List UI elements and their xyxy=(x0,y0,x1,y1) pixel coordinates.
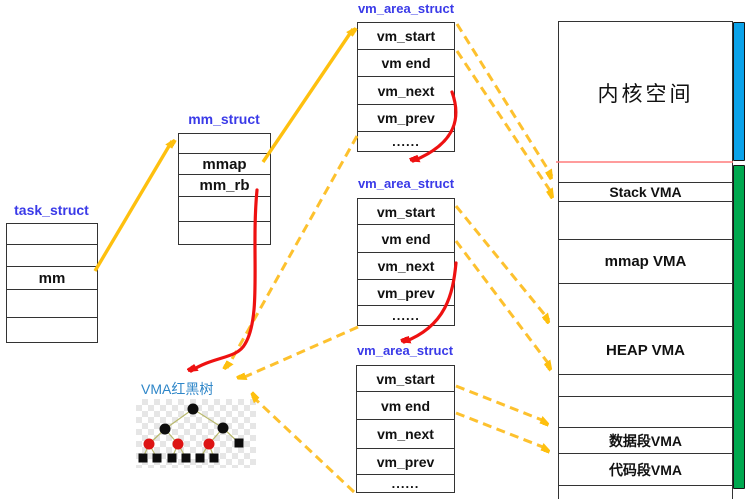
task-struct-row xyxy=(7,224,97,244)
memory-region-empty xyxy=(559,201,732,239)
vma-row-vm-next: vm_next xyxy=(358,252,454,279)
arrow-vma3-start-to-data-top xyxy=(455,384,547,422)
arrow-vma3-to-rbtree xyxy=(252,396,356,494)
vma-mid-title: vm_area_struct xyxy=(357,176,455,191)
arrow-mm-to-mm-struct xyxy=(93,141,172,272)
rbtree-red-nodes xyxy=(143,438,215,450)
mm-struct-row-mmap: mmap xyxy=(179,153,270,174)
mm-struct-row-mm-rb: mm_rb xyxy=(179,174,270,196)
rbtree-edges xyxy=(142,408,240,459)
memory-region-code-segment-vma: 代码段VMA xyxy=(559,453,732,485)
vma-mid-table: vm_start vm end vm_next vm_prev ...... xyxy=(357,198,455,326)
vma-row-vm-start: vm_start xyxy=(358,23,454,49)
vma-row-vm-start: vm_start xyxy=(357,366,454,391)
arrow-vma2-end-to-heap-bottom xyxy=(454,240,551,367)
vma-row-vm-end: vm end xyxy=(358,49,454,76)
memory-region-stack-vma: Stack VMA xyxy=(559,182,732,201)
arrow-vma1-start-to-stack-top xyxy=(455,23,552,176)
mm-struct-row xyxy=(179,221,270,244)
arrow-vma3-end-to-data-bottom xyxy=(455,411,548,449)
vma-row-vm-prev: vm_prev xyxy=(358,104,454,131)
memory-map-column: 内核空间 Stack VMA mmap VMA HEAP VMA 数据段VMA … xyxy=(558,21,733,499)
task-struct-title: task_struct xyxy=(14,202,89,218)
memory-region-kernel-space: 内核空间 xyxy=(597,82,694,106)
memory-region-empty xyxy=(559,163,732,182)
mm-struct-row xyxy=(179,196,270,221)
vma-row-ellipsis: ...... xyxy=(358,305,454,325)
vma-top-table: vm_start vm end vm_next vm_prev ...... xyxy=(357,22,455,152)
mm-struct-table: mmap mm_rb xyxy=(178,133,271,245)
arrow-vma1-end-to-stack-bottom xyxy=(455,50,553,195)
vma-row-vm-start: vm_start xyxy=(358,199,454,224)
memory-region-empty xyxy=(559,396,732,427)
user-space-bar xyxy=(733,165,745,489)
mm-struct-title: mm_struct xyxy=(188,111,260,127)
vma-top-title: vm_area_struct xyxy=(357,1,455,16)
memory-region-data-segment-vma: 数据段VMA xyxy=(559,427,732,453)
rbtree-black-nodes xyxy=(159,403,229,435)
vma-rbtree-label: VMA红黑树 xyxy=(141,381,214,397)
memory-region-empty xyxy=(559,485,732,499)
task-struct-row xyxy=(7,289,97,317)
vma-rbtree-image xyxy=(136,399,256,468)
vma-row-vm-prev: vm_prev xyxy=(358,279,454,305)
vma-row-vm-prev: vm_prev xyxy=(357,448,454,474)
task-struct-table: mm xyxy=(6,223,98,343)
vma-bottom-table: vm_start vm end vm_next vm_prev ...... xyxy=(356,365,455,493)
vma-row-ellipsis: ...... xyxy=(358,131,454,151)
memory-region-heap-vma: HEAP VMA xyxy=(559,326,732,374)
vma-row-vm-end: vm end xyxy=(358,224,454,252)
vma-row-vm-end: vm end xyxy=(357,391,454,419)
task-struct-row xyxy=(7,244,97,266)
rbtree-leaf-squares xyxy=(138,438,244,463)
vma-row-vm-next: vm_next xyxy=(357,419,454,448)
task-struct-row xyxy=(7,317,97,342)
vma-bottom-title: vm_area_struct xyxy=(356,343,454,358)
vma-row-ellipsis: ...... xyxy=(357,474,454,492)
memory-region-empty xyxy=(559,283,732,326)
arrow-vma2-to-rbtree xyxy=(240,325,359,381)
arrow-mmap-to-vma-list xyxy=(261,29,353,163)
mm-struct-row xyxy=(179,134,270,153)
kernel-space-bar xyxy=(733,22,745,161)
task-struct-row-mm: mm xyxy=(7,266,97,289)
rbtree-graphic xyxy=(138,403,244,463)
vma-row-vm-next: vm_next xyxy=(358,76,454,104)
memory-region-empty xyxy=(559,374,732,396)
memory-region-mmap-vma: mmap VMA xyxy=(559,239,732,283)
arrow-vma2-start-to-heap-top xyxy=(454,205,549,320)
